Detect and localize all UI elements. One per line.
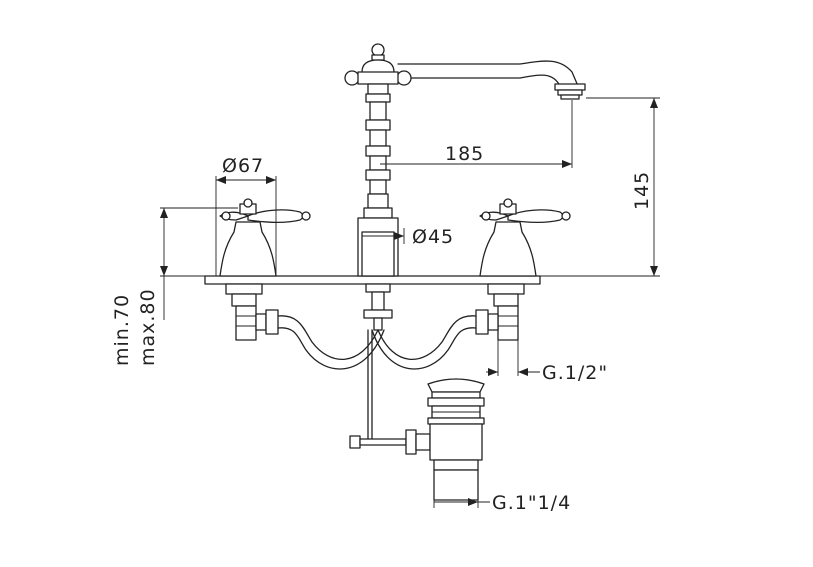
deck-min-label: min.70 (111, 294, 133, 366)
dimension-waste-thread: G.1"1/4 (433, 486, 571, 514)
deck-plate (204, 275, 541, 285)
spout-reach-label: 185 (445, 143, 484, 165)
dimension-supply-thread: G.1/2" (486, 340, 608, 384)
right-handle (475, 198, 571, 341)
dimension-spout-height: 145 (540, 97, 660, 277)
center-spout (344, 43, 586, 331)
supply-thread-label: G.1/2" (542, 362, 608, 384)
spout-height-label: 145 (631, 171, 653, 210)
spout-diameter-label: Ø45 (412, 226, 454, 248)
dimension-deck-thickness: min.70 max.80 (111, 207, 238, 366)
handle-diameter-label: Ø67 (222, 155, 264, 177)
dimension-spout-reach: 185 (380, 100, 573, 168)
dimension-spout-diameter: Ø45 (362, 226, 454, 248)
dimension-handle-diameter: Ø67 (215, 155, 277, 276)
pop-up-waste (349, 329, 485, 501)
waste-thread-label: G.1"1/4 (492, 492, 571, 514)
connecting-hoses (277, 315, 477, 370)
deck-max-label: max.80 (137, 288, 159, 366)
left-handle (219, 198, 311, 341)
